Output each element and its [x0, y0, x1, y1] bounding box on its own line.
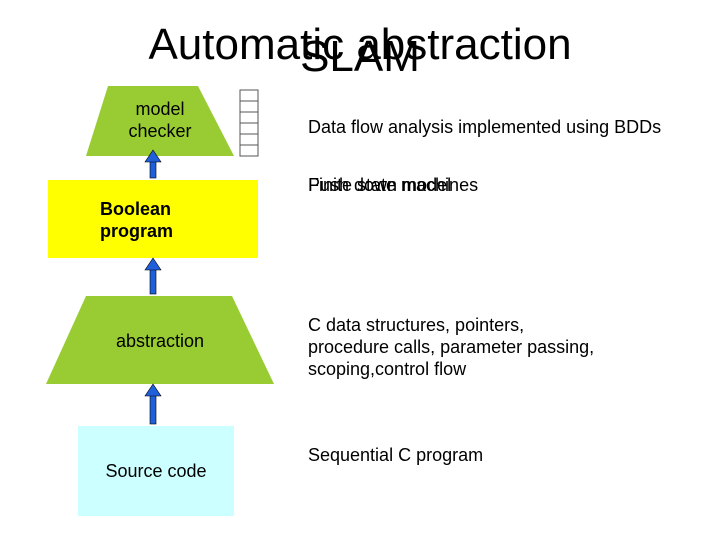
slide-subtitle: SLAM — [300, 32, 420, 81]
abstraction-description-line2: procedure calls, parameter passing, — [308, 337, 595, 357]
model-checker-label-line1: model — [135, 99, 185, 119]
abstraction-description-line1: C data structures, pointers, — [308, 315, 525, 335]
arrow-source-to-abstraction — [144, 383, 162, 425]
source-code-label: Source code — [105, 461, 207, 481]
model-checker-description: Data flow analysis implemented using BDD… — [308, 117, 662, 137]
boolean-program-box — [48, 180, 258, 258]
boolean-program-description-b: Push down model — [308, 175, 452, 195]
abstraction-label: abstraction — [115, 331, 205, 351]
abstraction-shape — [46, 296, 274, 384]
model-checker-label-line2: checker — [128, 121, 192, 141]
abstraction-description-line3: scoping,control flow — [308, 359, 467, 379]
boolean-program-label-line1: Boolean — [100, 199, 172, 219]
model-checker-label: model checker — [86, 98, 234, 142]
model-checker-shape — [86, 86, 234, 156]
abstraction-description: C data structures, pointers, procedure c… — [308, 314, 594, 380]
source-code-description: Sequential C program — [308, 445, 484, 465]
source-code-box — [78, 426, 234, 516]
boolean-program-description-a: Finite state machines — [308, 175, 479, 195]
arrow-abstraction-to-boolean — [144, 257, 162, 295]
slide-title: Automatic abstraction — [148, 20, 572, 69]
boolean-program-label: Boolean program — [100, 198, 200, 242]
stack-icon — [239, 89, 259, 157]
arrow-boolean-to-model-checker — [144, 149, 162, 179]
boolean-program-label-line2: program — [100, 221, 174, 241]
